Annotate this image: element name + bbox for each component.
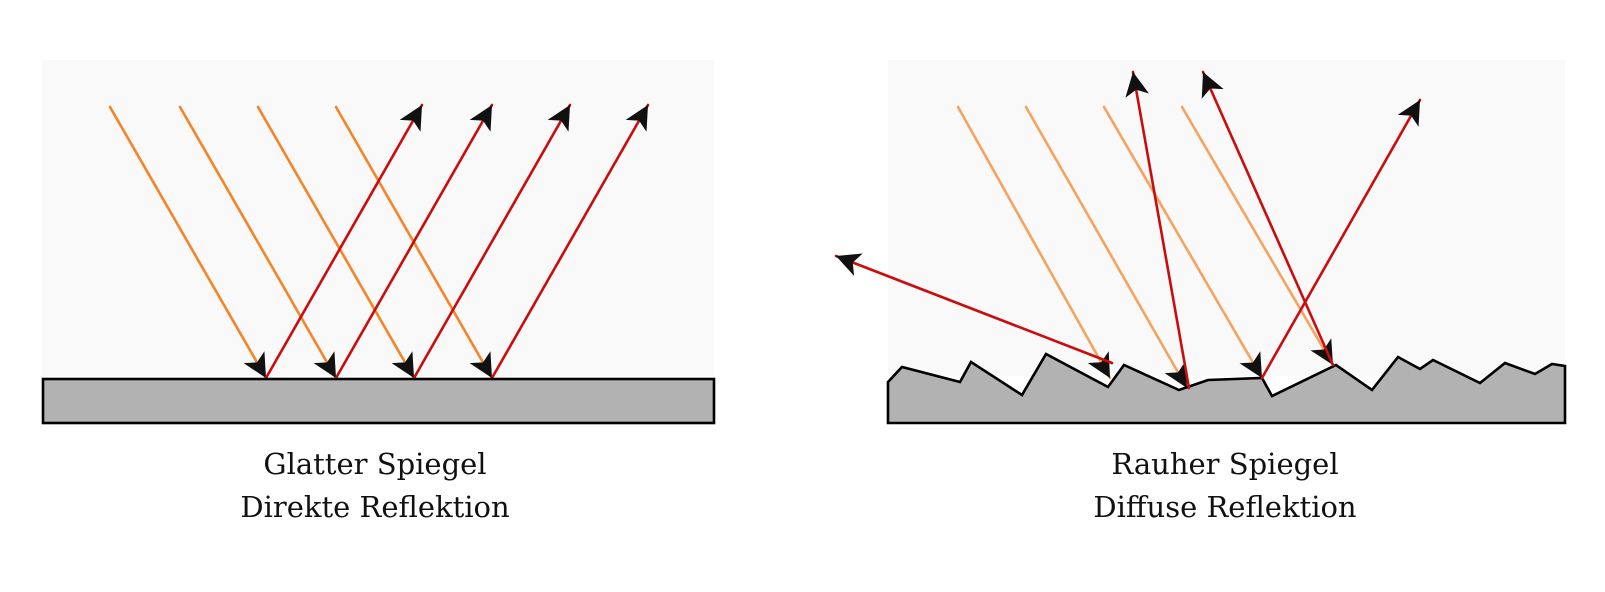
left-incident-ray-1 bbox=[108, 105, 268, 380]
right-incident-ray-4 bbox=[1180, 105, 1335, 367]
left-reflected-ray-4 bbox=[490, 103, 650, 380]
right-panel-background bbox=[888, 60, 1565, 376]
smooth-mirror-panel bbox=[41, 60, 716, 425]
right-reflected-ray-2 bbox=[1125, 70, 1191, 390]
left-incident-ray-2 bbox=[178, 105, 338, 380]
right-reflected-ray-1 bbox=[834, 253, 1114, 365]
smooth-mirror-surface bbox=[41, 377, 716, 425]
rough-mirror-panel bbox=[834, 60, 1567, 425]
right-incident-ray-1 bbox=[956, 105, 1112, 380]
right-caption: Rauher Spiegel Diffuse Reflektion bbox=[885, 443, 1565, 529]
right-caption-title: Rauher Spiegel bbox=[1111, 447, 1339, 481]
right-incident-ray-2 bbox=[1024, 105, 1189, 390]
left-incident-ray-3 bbox=[256, 105, 416, 380]
left-reflected-rays bbox=[264, 103, 650, 380]
left-reflected-ray-3 bbox=[412, 103, 572, 380]
left-reflected-ray-2 bbox=[334, 103, 494, 380]
right-incident-rays bbox=[956, 105, 1335, 390]
left-caption: Glatter Spiegel Direkte Reflektion bbox=[40, 443, 710, 529]
left-panel-background bbox=[42, 60, 714, 376]
left-caption-subtitle: Direkte Reflektion bbox=[240, 490, 510, 524]
right-reflected-rays bbox=[834, 70, 1422, 390]
right-reflected-ray-3 bbox=[1260, 98, 1422, 380]
right-reflected-ray-4 bbox=[1201, 70, 1335, 367]
rough-mirror-surface bbox=[886, 352, 1567, 425]
left-reflected-ray-1 bbox=[264, 103, 424, 380]
left-caption-title: Glatter Spiegel bbox=[263, 447, 487, 481]
right-incident-ray-3 bbox=[1102, 105, 1264, 380]
right-caption-subtitle: Diffuse Reflektion bbox=[1093, 490, 1357, 524]
